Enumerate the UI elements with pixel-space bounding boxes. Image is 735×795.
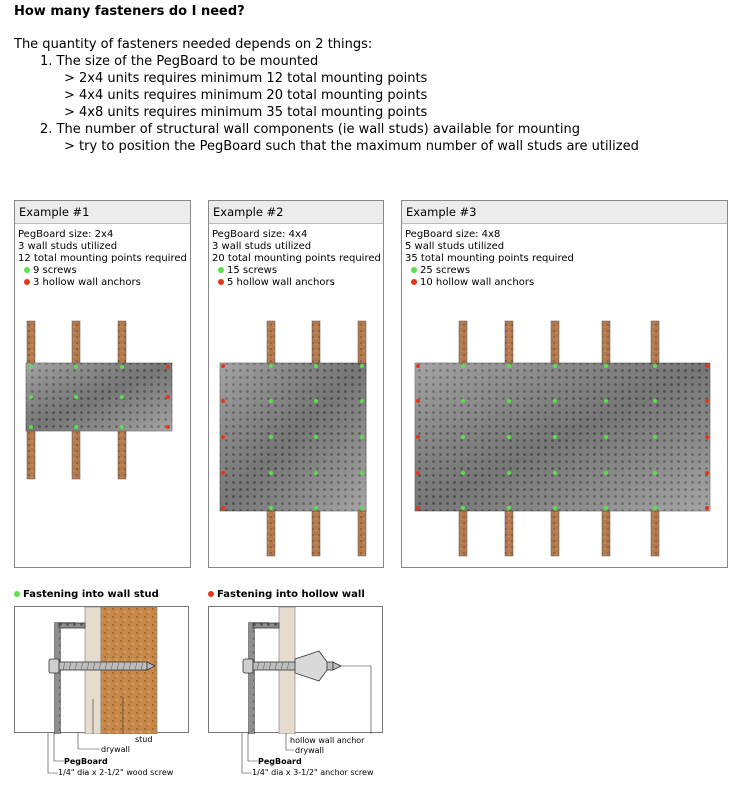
example-title: Example #2 bbox=[209, 201, 383, 224]
anchor-dot-icon bbox=[218, 278, 224, 285]
intro-item-1: 1. The size of the PegBoard to be mounte… bbox=[40, 54, 319, 69]
stud-detail-diagram: stud bbox=[14, 606, 189, 744]
stud-detail-caption: Fastening into wall stud bbox=[14, 589, 159, 600]
screw-dot-icon bbox=[411, 266, 417, 273]
hollow-detail-caption: Fastening into hollow wall bbox=[208, 589, 365, 600]
caption-text: Fastening into wall stud bbox=[23, 589, 159, 600]
studs-utilized: 5 wall studs utilized bbox=[405, 241, 505, 252]
screws-count: 15 screws bbox=[227, 265, 278, 276]
studs-utilized: 3 wall studs utilized bbox=[18, 241, 118, 252]
screw-label: 1/4" dia x 3-1/2" anchor screw bbox=[252, 768, 374, 777]
anchors-count: 5 hollow wall anchors bbox=[227, 277, 335, 288]
intro-text: The quantity of fasteners needed depends… bbox=[14, 36, 639, 155]
example-info: PegBoard size: 2x4 3 wall studs utilized… bbox=[18, 229, 187, 289]
screw-dot-icon bbox=[218, 266, 224, 273]
stud-leader-lines bbox=[47, 733, 100, 774]
hollow-detail-diagram bbox=[208, 606, 383, 734]
intro-item-2x4: > 2x4 units requires minimum 12 total mo… bbox=[64, 71, 428, 86]
example-title: Example #3 bbox=[402, 201, 727, 224]
example-info: PegBoard size: 4x4 3 wall studs utilized… bbox=[212, 229, 381, 289]
stud-cross-section bbox=[48, 607, 158, 734]
studs-utilized: 3 wall studs utilized bbox=[212, 241, 312, 252]
screw-dot-icon bbox=[24, 266, 30, 273]
drywall-label: drywall bbox=[101, 745, 130, 754]
anchors-count: 3 hollow wall anchors bbox=[33, 277, 141, 288]
pegboard-size: PegBoard size: 4x4 bbox=[212, 229, 308, 240]
anchor-dot-icon bbox=[411, 278, 417, 285]
example-diagram bbox=[25, 320, 173, 480]
pegboard-size: PegBoard size: 2x4 bbox=[18, 229, 114, 240]
intro-item-4x4: > 4x4 units requires minimum 20 total mo… bbox=[64, 88, 428, 103]
example-diagram bbox=[414, 320, 711, 557]
intro-item-2: 2. The number of structural wall compone… bbox=[40, 122, 580, 137]
screw-label: 1/4" dia x 2-1/2" wood screw bbox=[58, 768, 174, 777]
mounting-points: 35 total mounting points required bbox=[405, 253, 574, 264]
anchor-dot-icon bbox=[24, 278, 30, 285]
example-card-1: Example #1 PegBoard size: 2x4 3 wall stu… bbox=[14, 200, 191, 568]
pegboard-label: PegBoard bbox=[64, 757, 108, 766]
example-title: Example #1 bbox=[15, 201, 190, 224]
example-card-3: Example #3 PegBoard size: 4x8 5 wall stu… bbox=[401, 200, 728, 568]
example-info: PegBoard size: 4x8 5 wall studs utilized… bbox=[405, 229, 574, 289]
anchor-dot-icon bbox=[208, 590, 214, 597]
pegboard-label: PegBoard bbox=[258, 757, 302, 766]
intro-item-4x8: > 4x8 units requires minimum 35 total mo… bbox=[64, 105, 428, 120]
example-diagram bbox=[219, 320, 367, 557]
hollow-cross-section bbox=[242, 607, 372, 734]
stud-label: stud bbox=[135, 735, 153, 744]
caption-text: Fastening into hollow wall bbox=[217, 589, 365, 600]
mounting-points: 20 total mounting points required bbox=[212, 253, 381, 264]
anchors-count: 10 hollow wall anchors bbox=[420, 277, 535, 288]
screws-count: 25 screws bbox=[420, 265, 471, 276]
mounting-points: 12 total mounting points required bbox=[18, 253, 187, 264]
screws-count: 9 screws bbox=[33, 265, 77, 276]
page-title: How many fasteners do I need? bbox=[14, 4, 245, 19]
drywall-label: drywall bbox=[295, 746, 324, 755]
anchor-label: hollow wall anchor bbox=[290, 736, 365, 745]
hollow-leader-lines bbox=[241, 733, 294, 774]
pegboard-size: PegBoard size: 4x8 bbox=[405, 229, 501, 240]
screw-dot-icon bbox=[14, 590, 20, 597]
intro-item-tip: > try to position the PegBoard such that… bbox=[64, 139, 639, 154]
example-card-2: Example #2 PegBoard size: 4x4 3 wall stu… bbox=[208, 200, 384, 568]
intro-lead: The quantity of fasteners needed depends… bbox=[14, 37, 373, 52]
